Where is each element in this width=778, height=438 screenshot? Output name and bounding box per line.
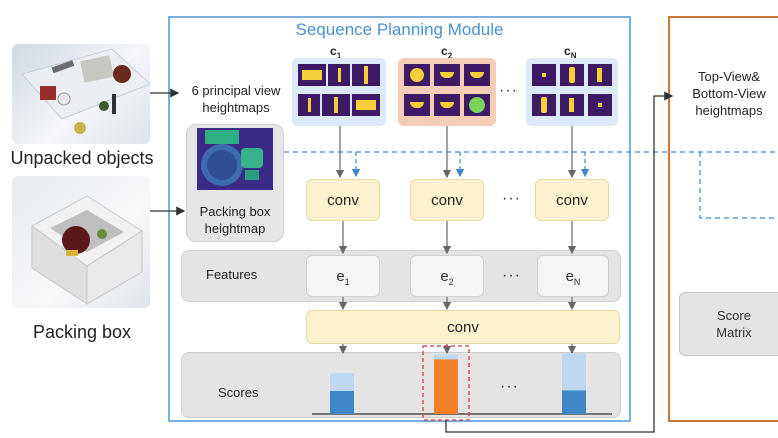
feature-box-2: e2 [410,255,484,297]
feature-box-n-sub: N [573,277,581,287]
packing-box-illustration [31,195,143,305]
candidate-label-2: c2 [441,44,452,60]
heightmap-group-n [526,58,618,126]
candidate-label-n-sub: N [570,51,577,61]
heightmap-group-1 [292,58,386,126]
feature-box-n-letter: e [565,268,574,285]
dashed-right-drop [699,152,778,219]
score-matrix-line1: Score [717,308,751,323]
candidate-label-2-sub: 2 [447,51,453,61]
candidate-label-1-sub: 1 [336,51,342,61]
principal-view-label-line2: heightmaps [202,100,270,115]
view-cell [404,64,430,86]
view-cell [322,94,350,116]
feature-box-1-sub: 1 [344,277,350,287]
packing-box-label: Packing box [32,322,132,342]
features-label: Features [206,267,258,282]
view-cell [352,64,380,86]
view-cell [434,64,460,86]
principal-view-label-line1: 6 principal view [191,83,281,98]
feature-box-2-letter: e [440,268,449,285]
feature-box-n: eN [537,255,609,297]
view-cell [464,94,490,116]
view-cell [588,94,612,116]
packing-box-image [12,176,150,308]
scores-ellipsis: ··· [500,378,519,395]
packing-box-heightmap-label-line2: heightmap [204,221,266,236]
view-cell [532,64,556,86]
candidate-label-n: cN [564,44,576,60]
right-panel-title-line2: Bottom-View [692,86,766,101]
score-bar-value-3 [562,390,586,414]
packing-box-heightmap-label: Packing box heightmap [186,203,284,237]
view-cell [352,94,380,116]
feature-box-2-sub: 2 [448,277,454,287]
candidate-label-2-letter: c [441,44,448,58]
conv-ellipsis: ··· [502,190,521,207]
conv-box-2: conv [410,179,484,221]
candidates-ellipsis: ··· [499,82,518,99]
feature-box-1-letter: e [336,268,345,285]
packing-box-heightmap-image [197,128,273,190]
right-panel-title: Top-View& Bottom-View heightmaps [674,68,778,119]
feature-box-1: e1 [306,255,380,297]
view-cell [404,94,430,116]
principal-view-label: 6 principal view heightmaps [180,82,292,116]
candidate-label-1-letter: c [330,44,337,58]
candidate-label-n-letter: c [564,44,571,58]
score-bar-value-2 [434,359,458,414]
view-cell [560,64,584,86]
view-cell [328,64,350,86]
score-bars [330,353,586,414]
view-cell [434,94,460,116]
conv-box-1: conv [306,179,380,221]
features-ellipsis: ··· [502,267,521,284]
heightmap-group-2 [398,58,496,126]
score-bar-value-1 [330,391,354,414]
view-cell [464,64,490,86]
unpacked-objects-illustration [21,48,150,134]
shared-conv-box: conv [306,310,620,344]
candidate-label-1: c1 [330,44,341,60]
arrow-selected-to-right [445,91,674,433]
unpacked-objects-image [12,44,150,144]
view-cell [298,94,320,116]
right-module-frame [668,16,778,422]
sequence-planning-module-frame [168,16,631,422]
right-panel-title-line1: Top-View& [698,69,760,84]
view-cell [298,64,326,86]
conv-box-n: conv [535,179,609,221]
unpacked-objects-label: Unpacked objects [10,148,154,168]
right-panel-title-line3: heightmaps [695,103,763,118]
score-matrix-line2: Matrix [716,325,752,340]
view-cell [560,94,584,116]
view-cell [588,64,612,86]
module-title: Sequence Planning Module [295,20,504,39]
view-cell [532,94,556,116]
scores-label: Scores [218,385,259,400]
scores-band [181,352,621,418]
packing-box-heightmap-label-line1: Packing box [199,204,271,219]
score-matrix-box: Score Matrix [679,292,778,356]
